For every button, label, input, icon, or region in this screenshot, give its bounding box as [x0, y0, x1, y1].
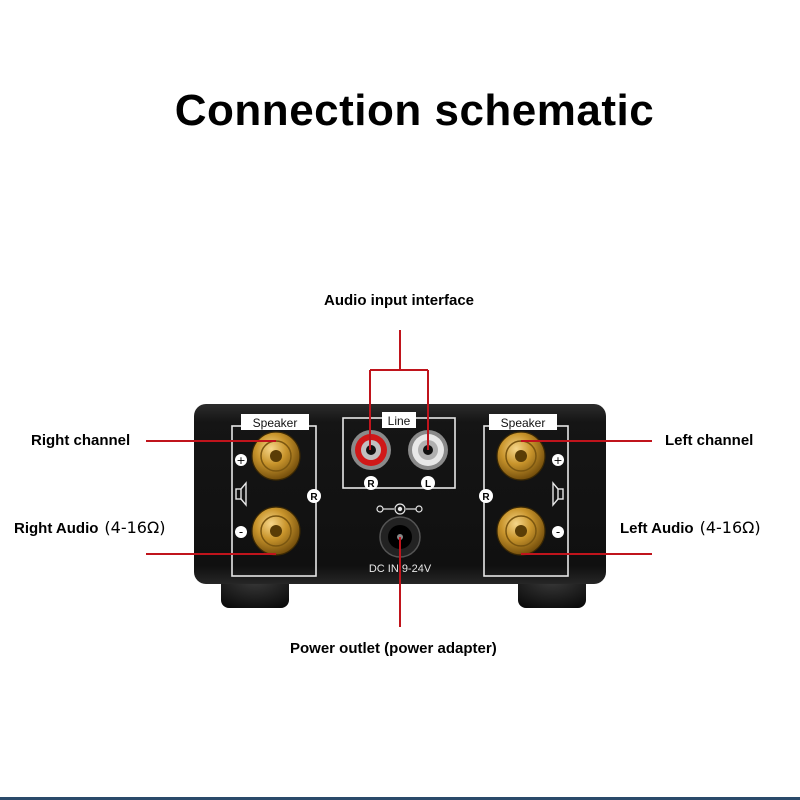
page-title: Connection schematic	[174, 86, 655, 135]
speaker-terminal-right-plus	[251, 431, 301, 481]
leader-lines	[146, 330, 652, 627]
speaker-label-right: Speaker	[501, 416, 546, 430]
bottom-divider	[0, 797, 800, 800]
rca-l-marker	[421, 476, 435, 490]
rca-l-marker-label: L	[425, 479, 431, 490]
minus-label-left: -	[239, 525, 243, 539]
speaker-label-box-left	[241, 414, 309, 430]
rca-r-marker-label: R	[367, 479, 375, 490]
speaker-glyph-left	[235, 481, 247, 507]
r-marker-right	[479, 489, 493, 503]
plus-marker-left	[235, 454, 247, 466]
r-marker-left-label: R	[310, 492, 318, 503]
speaker-label-left: Speaker	[253, 416, 298, 430]
speaker-terminal-left-plus	[496, 431, 546, 481]
r-marker-left	[307, 489, 321, 503]
speaker-glyph-right	[552, 481, 564, 507]
left-audio-impedance: (4-16Ω)	[699, 518, 761, 537]
line-label: Line	[388, 414, 411, 428]
rca-r-marker	[364, 476, 378, 490]
minus-label-right: -	[556, 525, 560, 539]
minus-marker-left	[235, 526, 247, 538]
speaker-label-box-right	[489, 414, 557, 430]
speaker-terminal-right-minus	[251, 506, 301, 556]
dc-polarity-icon	[376, 503, 423, 515]
right-audio-text: Right Audio	[14, 520, 99, 537]
audio-input-label: Audio input interface	[324, 292, 474, 309]
right-audio-label: Right Audio (4-16Ω)	[14, 518, 165, 537]
speaker-terminal-left-minus	[496, 506, 546, 556]
right-channel-label: Right channel	[31, 432, 131, 449]
minus-marker-right	[552, 526, 564, 538]
plus-label-left: +	[236, 454, 245, 467]
power-outlet-label: Power outlet (power adapter)	[290, 640, 497, 657]
plus-marker-right	[552, 454, 564, 466]
r-marker-right-label: R	[482, 492, 490, 503]
plus-label-right: +	[553, 454, 562, 467]
line-label-box	[382, 412, 416, 428]
left-channel-label: Left channel	[665, 432, 754, 449]
left-audio-label: Left Audio (4-16Ω)	[620, 518, 761, 537]
right-audio-impedance: (4-16Ω)	[104, 518, 166, 537]
left-audio-text: Left Audio	[620, 520, 694, 537]
